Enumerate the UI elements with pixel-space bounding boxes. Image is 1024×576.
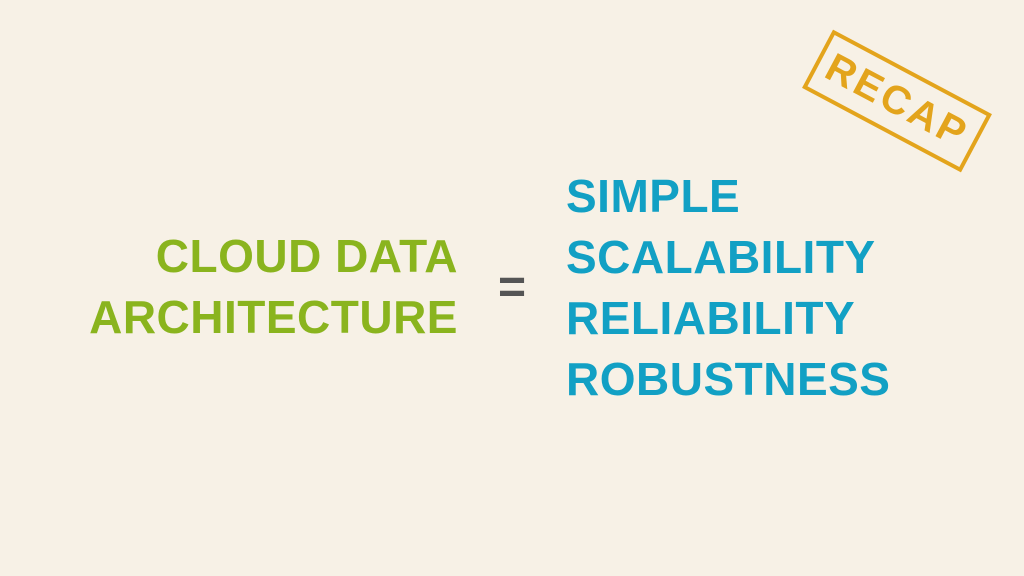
equals-sign: = — [497, 261, 527, 314]
left-term: CLOUD DATA ARCHITECTURE — [89, 226, 458, 348]
left-term-line-2: ARCHITECTURE — [89, 291, 458, 343]
right-term-item-simple: SIMPLE — [566, 170, 741, 222]
recap-stamp: RECAP — [802, 29, 992, 173]
left-term-line-1: CLOUD DATA — [155, 230, 458, 282]
right-term-list: SIMPLE SCALABILITY RELIABILITY ROBUSTNES… — [566, 166, 890, 410]
right-term-item-scalability: SCALABILITY — [566, 231, 876, 283]
right-term-item-robustness: ROBUSTNESS — [566, 353, 891, 405]
right-term-item-reliability: RELIABILITY — [566, 292, 856, 344]
